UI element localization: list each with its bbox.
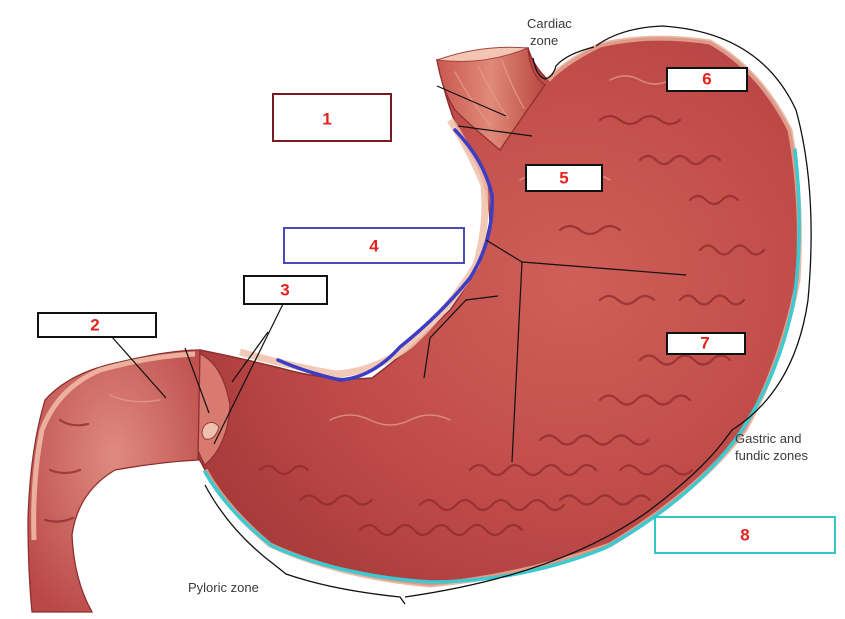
label-box-frame xyxy=(243,275,328,305)
cardiac-zone-bracket xyxy=(532,46,595,80)
label-box-7[interactable]: 7 xyxy=(666,332,746,355)
label-number: 5 xyxy=(559,169,568,188)
esophagus-opening xyxy=(436,46,529,62)
label-box-frame xyxy=(272,93,392,142)
leader-line xyxy=(423,295,499,379)
leader-line xyxy=(511,261,523,463)
zone-brackets xyxy=(204,25,812,605)
lesser-curvature-line xyxy=(276,128,494,382)
duodenum-fold xyxy=(43,516,75,523)
pyloric-sphincter xyxy=(201,421,220,440)
label-number: 1 xyxy=(322,110,331,129)
stomach-illustration xyxy=(27,35,802,613)
label-box-4[interactable]: 4 xyxy=(283,227,465,264)
greater-curvature-line xyxy=(203,148,802,584)
duodenum-wall xyxy=(31,351,196,541)
label-box-2[interactable]: 2 xyxy=(37,312,157,338)
leader-line xyxy=(111,336,167,399)
gastric-fundic-zone-label: Gastric and xyxy=(735,431,801,446)
label-box-8[interactable]: 8 xyxy=(654,516,836,554)
label-number: 6 xyxy=(702,70,711,89)
leader-line xyxy=(485,239,523,263)
gastric-rugae xyxy=(258,75,766,537)
label-number: 2 xyxy=(90,316,99,335)
label-box-frame xyxy=(666,67,748,92)
leader-line xyxy=(231,331,269,383)
label-box-5[interactable]: 5 xyxy=(525,164,603,192)
leader-lines xyxy=(111,85,687,463)
label-box-6[interactable]: 6 xyxy=(666,67,748,92)
esophagus-fold xyxy=(477,65,509,119)
duodenum-fold xyxy=(58,418,90,427)
duodenum-fold xyxy=(48,468,82,475)
label-box-frame xyxy=(283,227,465,264)
esophagus-fold xyxy=(501,59,525,109)
pyloric-zone-bracket xyxy=(204,484,406,605)
label-box-frame xyxy=(666,332,746,355)
leader-line xyxy=(457,125,533,137)
leader-line xyxy=(521,261,687,276)
gastric-fundic-zone-label: fundic zones xyxy=(735,448,808,463)
label-box-frame xyxy=(37,312,157,338)
pyloric-zone-label: Pyloric zone xyxy=(188,580,259,595)
cardiac-zone-label: zone xyxy=(530,33,558,48)
label-number: 4 xyxy=(369,237,379,256)
leader-line xyxy=(184,347,210,414)
gastric-fundic-zone-bracket xyxy=(404,25,812,598)
leader-line xyxy=(436,85,507,117)
label-box-3[interactable]: 3 xyxy=(243,275,328,305)
label-number: 3 xyxy=(280,281,289,300)
label-box-frame xyxy=(654,516,836,554)
esophagus-fold xyxy=(454,71,491,126)
duodenum-fold xyxy=(109,394,161,403)
duodenum xyxy=(27,349,201,613)
leader-line xyxy=(213,303,284,445)
cardiac-zone-label: Cardiac xyxy=(527,16,572,31)
label-number: 8 xyxy=(740,526,749,545)
label-box-frame xyxy=(525,164,603,192)
label-number: 7 xyxy=(700,334,709,353)
label-box-1[interactable]: 1 xyxy=(272,93,392,142)
